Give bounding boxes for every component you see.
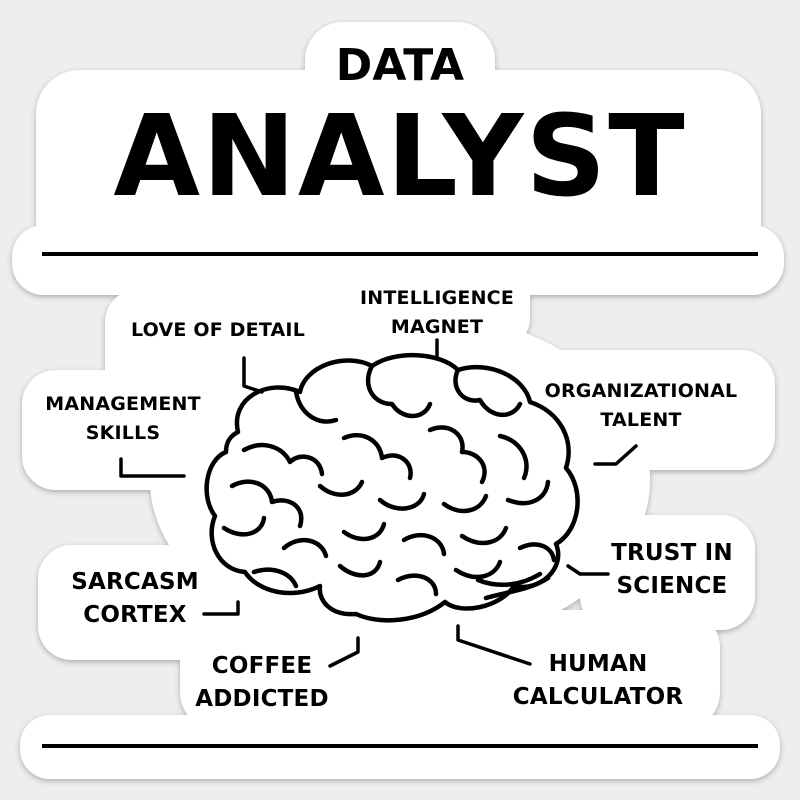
trait-line: MAGNET bbox=[390, 316, 484, 338]
leader-lines bbox=[119, 338, 638, 668]
trait-trust-in-science: TRUST IN SCIENCE bbox=[597, 537, 747, 603]
leader-management-skills bbox=[119, 457, 186, 478]
trait-line: ADDICTED bbox=[195, 686, 329, 712]
trait-intelligence-magnet: INTELLIGENCE MAGNET bbox=[332, 284, 542, 342]
trait-line: HUMAN bbox=[548, 651, 648, 677]
leader-coffee-addicted bbox=[328, 636, 360, 668]
leader-human-calculator bbox=[456, 624, 532, 666]
trait-line: SARCASM bbox=[71, 569, 199, 595]
trait-line: LOVE OF DETAIL bbox=[130, 319, 306, 341]
title-small: DATA bbox=[335, 40, 465, 91]
leader-trust-in-science bbox=[566, 564, 610, 576]
trait-love-of-detail: LOVE OF DETAIL bbox=[118, 316, 318, 345]
trait-line: ORGANIZATIONAL bbox=[544, 380, 738, 402]
trait-management-skills: MANAGEMENT SKILLS bbox=[30, 390, 216, 448]
leader-sarcasm-cortex bbox=[202, 600, 240, 616]
trait-line: CORTEX bbox=[83, 602, 187, 628]
trait-coffee-addicted: COFFEE ADDICTED bbox=[180, 650, 344, 716]
trait-line: SCIENCE bbox=[616, 573, 728, 599]
trait-line: TALENT bbox=[600, 409, 682, 431]
leader-love-of-detail bbox=[242, 356, 264, 394]
trait-line: INTELLIGENCE bbox=[360, 287, 514, 309]
trait-line: TRUST IN bbox=[611, 540, 733, 566]
trait-sarcasm-cortex: SARCASM CORTEX bbox=[50, 566, 220, 632]
trait-human-calculator: HUMAN CALCULATOR bbox=[508, 648, 688, 714]
sticker-backing bbox=[12, 22, 784, 779]
trait-line: COFFEE bbox=[211, 653, 313, 679]
trait-line: CALCULATOR bbox=[512, 684, 684, 710]
title-large: ANALYST bbox=[113, 92, 687, 222]
trait-line: MANAGEMENT bbox=[45, 393, 201, 415]
trait-line: SKILLS bbox=[85, 422, 161, 444]
leader-organizational-talent bbox=[593, 444, 638, 466]
brain-icon bbox=[204, 353, 580, 623]
trait-organizational-talent: ORGANIZATIONAL TALENT bbox=[535, 377, 747, 435]
